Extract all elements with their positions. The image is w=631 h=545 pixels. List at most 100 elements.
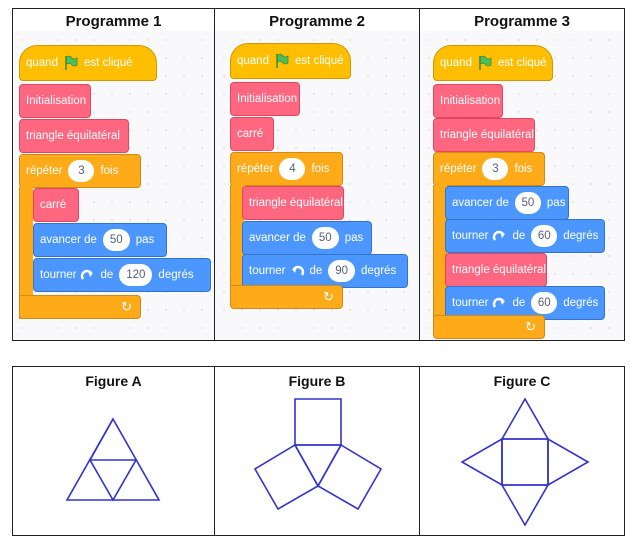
custom-block-triangle[interactable]: triangle équilatéral: [242, 186, 344, 220]
inner-triangle: [88, 459, 138, 502]
steps-input[interactable]: 50: [102, 229, 130, 251]
green-flag-icon: [477, 55, 493, 71]
turn-right-icon: [492, 229, 508, 243]
program-title: Programme 1: [65, 13, 162, 30]
custom-block-square[interactable]: carré: [230, 117, 274, 151]
top-square: [294, 398, 342, 446]
figure-panel-a: Figure A: [12, 366, 215, 536]
code-area[interactable]: quand est cliqué Initialisation triangle…: [13, 31, 214, 340]
left-triangle: [460, 437, 503, 487]
turn-right-block[interactable]: tourner de 60 degrés: [445, 219, 605, 253]
figure-c-drawing: [460, 397, 590, 527]
repeat-block[interactable]: répéter 3 fois: [433, 152, 545, 186]
code-area[interactable]: quand est cliqué Initialisation carré ré…: [215, 31, 419, 340]
when-flag-clicked-block[interactable]: quand est cliqué: [19, 45, 157, 81]
loop-arrow-icon: ↻: [525, 319, 536, 334]
repeat-block[interactable]: répéter 3 fois: [19, 154, 141, 188]
block-suffix: pas: [135, 234, 155, 246]
degrees-input[interactable]: 120: [119, 264, 153, 286]
repeat-count-input[interactable]: 3: [482, 158, 509, 180]
move-steps-block[interactable]: avancer de 50 pas: [445, 186, 569, 220]
block-label: de: [512, 230, 526, 242]
hat-label: est cliqué: [294, 55, 344, 67]
block-label: tourner: [452, 230, 489, 242]
turn-right-icon: [492, 296, 508, 310]
custom-block-initialisation[interactable]: Initialisation: [19, 84, 91, 118]
program-panel-1: Programme 1 quand est cliqué Initialisat…: [12, 8, 215, 341]
steps-input[interactable]: 50: [514, 192, 541, 214]
block-label: avancer de: [249, 232, 306, 244]
figure-title: Figure C: [493, 373, 551, 389]
degrees-input[interactable]: 60: [531, 225, 558, 247]
code-area[interactable]: quand est cliqué Initialisation triangle…: [420, 31, 624, 340]
outer-triangle-edge: [89, 418, 114, 461]
when-flag-clicked-block[interactable]: quand est cliqué: [230, 43, 351, 79]
left-square: [253, 443, 320, 511]
move-steps-block[interactable]: avancer de 50 pas: [33, 223, 167, 257]
repeat-end: ↻: [230, 285, 343, 309]
custom-block-triangle[interactable]: triangle équilatéral: [19, 119, 129, 153]
right-square: [316, 443, 383, 511]
program-title: Programme 3: [474, 13, 570, 30]
block-label: de: [100, 269, 114, 281]
custom-block-triangle[interactable]: triangle équilatéral: [433, 118, 535, 152]
move-steps-block[interactable]: avancer de 50 pas: [242, 221, 372, 255]
repeat-label: répéter: [440, 163, 477, 175]
hat-label: quand: [26, 57, 58, 69]
block-suffix: degrés: [563, 297, 599, 309]
repeat-arm: [19, 187, 33, 319]
repeat-count-input[interactable]: 3: [68, 160, 95, 182]
turn-right-icon: [80, 268, 96, 282]
figure-panel-b: Figure B: [214, 366, 420, 536]
repeat-suffix: fois: [100, 165, 119, 177]
custom-block-triangle[interactable]: triangle équilatéral: [445, 253, 547, 287]
steps-input[interactable]: 50: [311, 227, 339, 249]
repeat-end: ↻: [433, 315, 545, 339]
turn-left-icon: [289, 264, 305, 278]
repeat-label: répéter: [237, 163, 274, 175]
repeat-label: répéter: [26, 165, 63, 177]
block-suffix: degrés: [361, 265, 397, 277]
loop-arrow-icon: ↻: [323, 289, 334, 304]
figure-a-drawing: [65, 417, 161, 502]
hat-label: est cliqué: [497, 57, 547, 69]
program-panel-2: Programme 2 quand est cliqué Initialisat…: [214, 8, 420, 341]
turn-left-block[interactable]: tourner de 90 degrés: [242, 254, 408, 288]
block-label: avancer de: [40, 234, 97, 246]
block-label: tourner: [40, 269, 77, 281]
block-suffix: pas: [546, 197, 566, 209]
repeat-block[interactable]: répéter 4 fois: [230, 152, 343, 186]
figure-title: Figure A: [85, 373, 142, 389]
block-label: tourner: [249, 265, 286, 277]
figure-b-drawing: [253, 398, 383, 511]
repeat-end: ↻: [19, 295, 141, 319]
degrees-input[interactable]: 90: [328, 260, 356, 282]
hat-label: quand: [237, 55, 269, 67]
turn-right-block[interactable]: tourner de 120 degrés: [33, 258, 211, 292]
bottom-triangle: [500, 484, 550, 527]
repeat-suffix: fois: [514, 163, 533, 175]
hat-label: est cliqué: [83, 57, 133, 69]
block-label: tourner: [452, 297, 489, 309]
block-label: de: [309, 265, 323, 277]
repeat-count-input[interactable]: 4: [279, 158, 306, 180]
block-suffix: degrés: [563, 230, 599, 242]
custom-block-initialisation[interactable]: Initialisation: [433, 84, 503, 118]
when-flag-clicked-block[interactable]: quand est cliqué: [433, 45, 553, 81]
custom-block-square[interactable]: carré: [33, 188, 79, 222]
figure-panel-c: Figure C: [419, 366, 625, 536]
repeat-arm: [230, 185, 244, 285]
custom-block-initialisation[interactable]: Initialisation: [230, 82, 300, 116]
right-triangle: [547, 437, 590, 487]
hat-label: quand: [440, 57, 472, 69]
green-flag-icon: [63, 55, 79, 71]
block-label: avancer de: [452, 197, 509, 209]
program-title: Programme 2: [269, 13, 365, 30]
loop-arrow-icon: ↻: [121, 299, 132, 314]
program-panel-3: Programme 3 quand est cliqué Initialisat…: [419, 8, 625, 341]
repeat-arm: [433, 185, 447, 315]
center-square: [501, 438, 549, 486]
degrees-input[interactable]: 60: [531, 292, 558, 314]
block-suffix: pas: [344, 232, 364, 244]
block-label: de: [512, 297, 526, 309]
